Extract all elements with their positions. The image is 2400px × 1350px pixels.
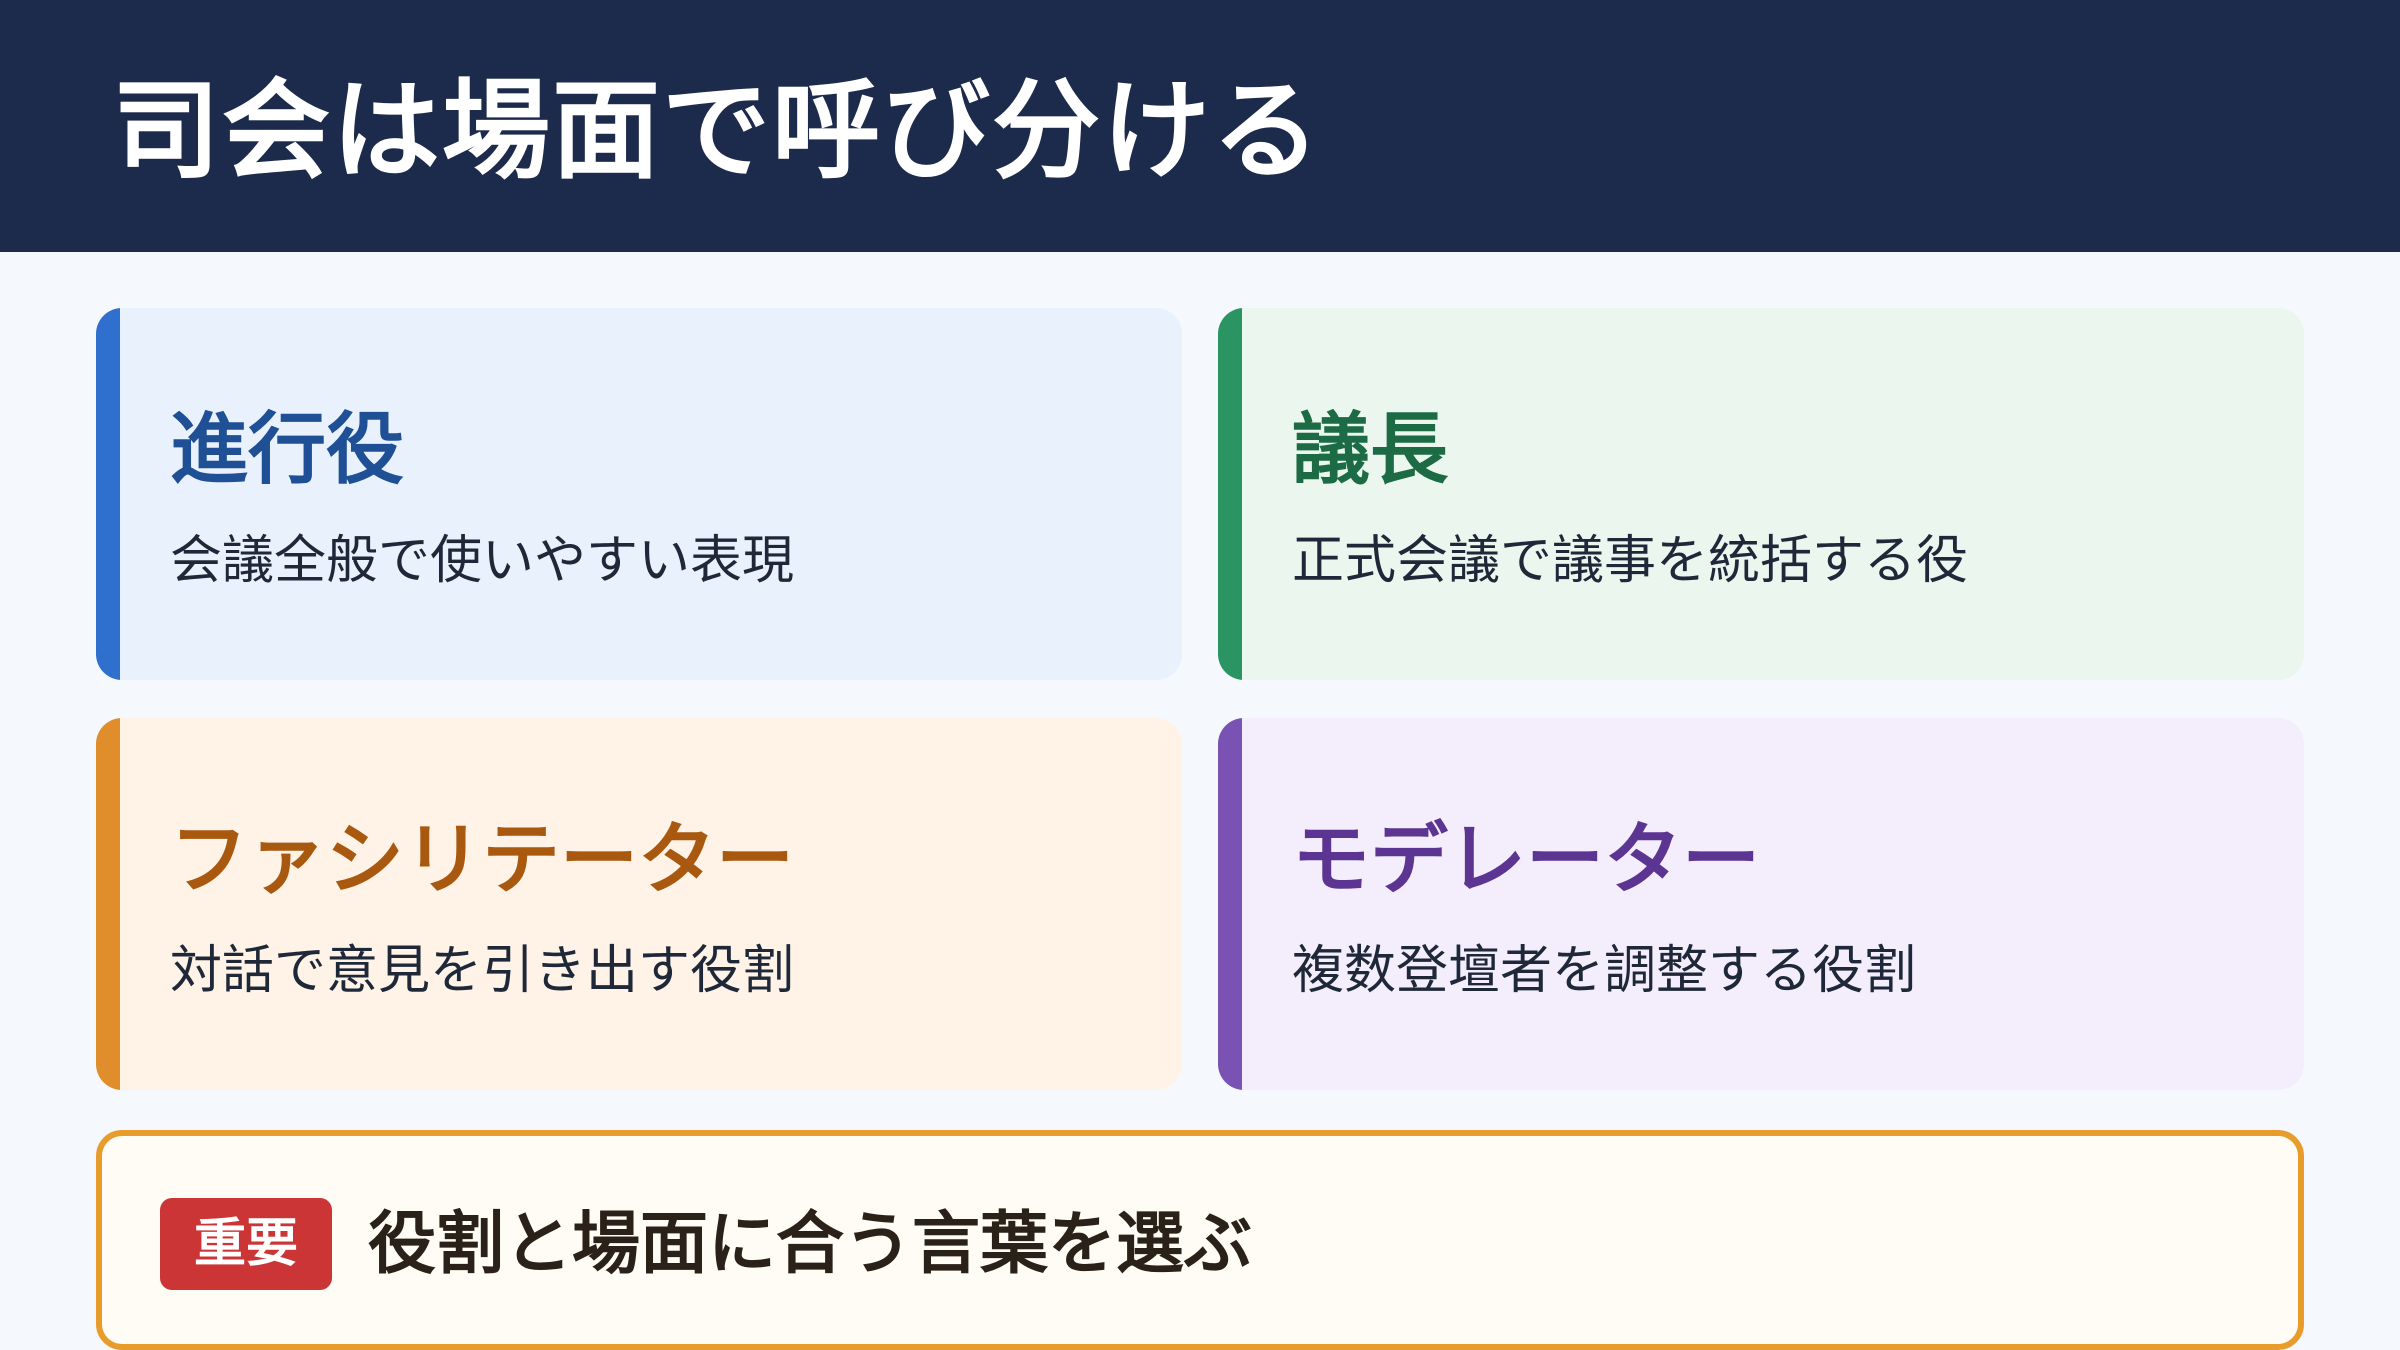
- card-title: モデレーター: [1292, 815, 1761, 905]
- callout-text: 役割と場面に合う言葉を選ぶ: [368, 1205, 1253, 1284]
- card-description: 正式会議で議事を統括する役: [1292, 531, 1969, 591]
- important-callout: 重要 役割と場面に合う言葉を選ぶ: [96, 1130, 2304, 1350]
- card-title: 議長: [1292, 405, 1449, 495]
- term-card-progress: 進行役 会議全般で使いやすい表現: [96, 308, 1182, 680]
- card-accent-bar: [96, 718, 120, 1090]
- card-description: 複数登壇者を調整する役割: [1292, 941, 1917, 1001]
- card-description: 会議全般で使いやすい表現: [170, 531, 795, 591]
- important-badge: 重要: [160, 1198, 332, 1290]
- card-accent-bar: [1218, 308, 1242, 680]
- term-card-facilitator: ファシリテーター 対話で意見を引き出す役割: [96, 718, 1182, 1090]
- card-description: 対話で意見を引き出す役割: [170, 941, 795, 1001]
- page-title: 司会は場面で呼び分ける: [112, 69, 1323, 194]
- card-accent-bar: [96, 308, 120, 680]
- term-card-chairperson: 議長 正式会議で議事を統括する役: [1218, 308, 2304, 680]
- card-title: ファシリテーター: [170, 815, 795, 905]
- card-accent-bar: [1218, 718, 1242, 1090]
- term-card-moderator: モデレーター 複数登壇者を調整する役割: [1218, 718, 2304, 1090]
- card-title: 進行役: [170, 405, 405, 495]
- title-banner: 司会は場面で呼び分ける: [0, 0, 2400, 252]
